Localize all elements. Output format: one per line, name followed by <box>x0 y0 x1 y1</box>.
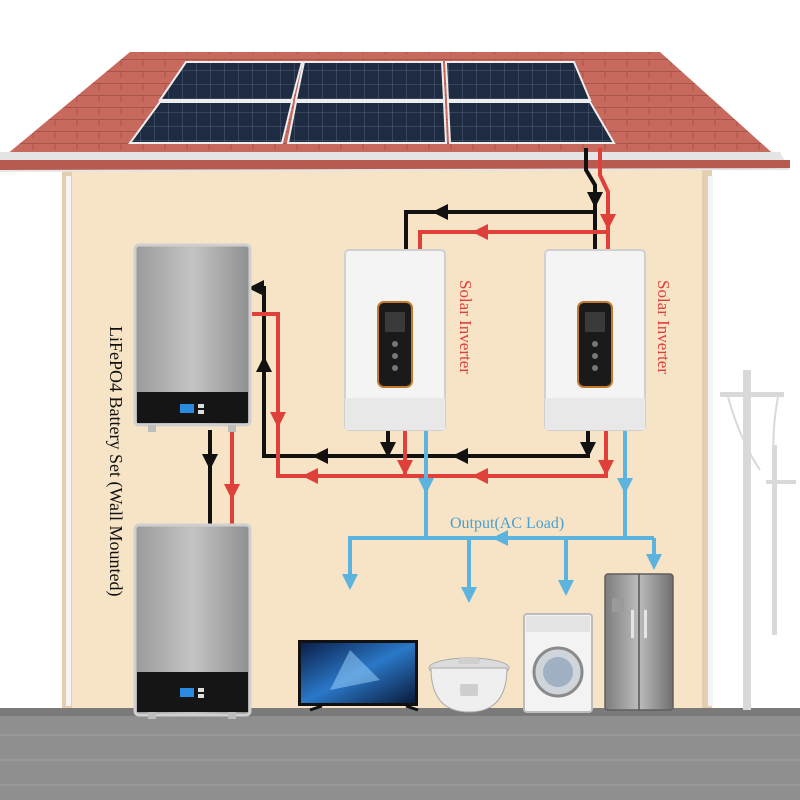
battery-icon <box>133 523 252 719</box>
inverter-icon <box>344 249 446 431</box>
ac-output-wiring <box>342 430 662 603</box>
pv-wiring <box>404 148 616 250</box>
refrigerator-icon <box>604 573 674 711</box>
battery-icon <box>133 243 252 432</box>
solar-panel-icon <box>128 61 616 144</box>
output-label: Output(AC Load) <box>450 515 564 532</box>
inverter-2-label: Solar Inverter <box>654 280 673 374</box>
tv-icon <box>298 640 419 712</box>
inverter-1-label: Solar Inverter <box>456 280 475 374</box>
washing-machine-icon <box>523 613 593 713</box>
battery-set-label: LiFePO4 Battery Set (Wall Mounted) <box>105 326 126 597</box>
rice-cooker-icon <box>428 657 510 713</box>
power-pole-icon <box>720 370 796 710</box>
ground <box>0 708 800 800</box>
battery-wiring <box>202 280 614 525</box>
inverter-icon <box>544 249 646 431</box>
